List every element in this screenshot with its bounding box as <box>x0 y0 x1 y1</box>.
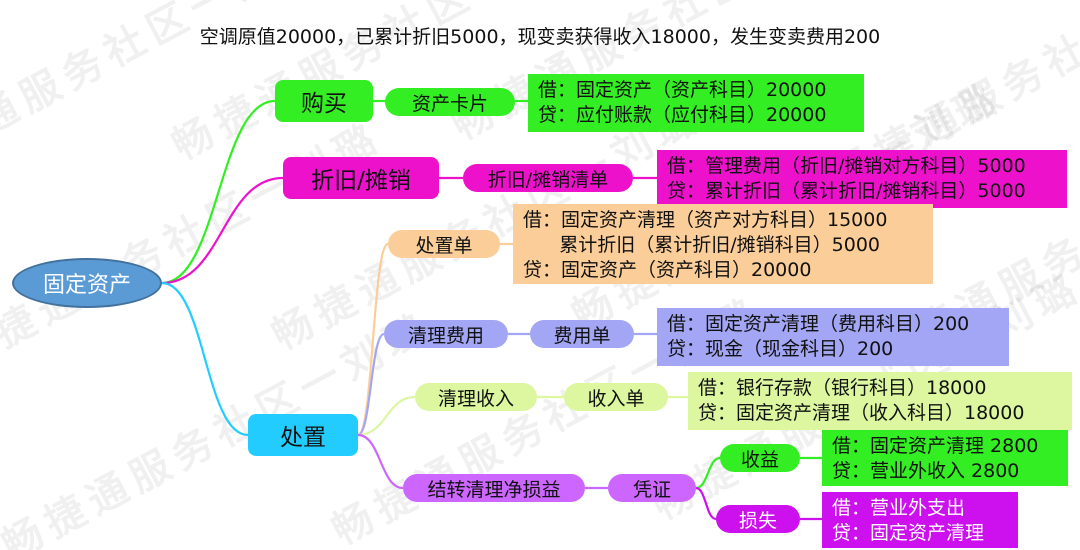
entry-line: 贷：固定资产清理（收入科目）18000 <box>698 402 1025 424</box>
depreciation-entry: 借：管理费用（折旧/摊销对方科目）5000 贷：累计折旧（累计折旧/摊销科目）50… <box>657 150 1067 208</box>
link-root-disposal <box>161 281 249 437</box>
disposal-entry: 借：固定资产清理（资产对方科目）15000 累计折旧（累计折旧/摊销科目）500… <box>513 204 933 284</box>
depreciation-doc: 折旧/摊销清单 <box>463 164 633 192</box>
cleanup-income-node: 清理收入 <box>415 383 537 411</box>
entry-line: 借：固定资产清理 2800 <box>832 435 1039 457</box>
root-node: 固定资产 <box>12 258 162 308</box>
branch-purchase: 购买 <box>275 80 373 122</box>
cleanup-cost-doc: 费用单 <box>530 320 634 348</box>
link-disposal-doc <box>356 242 390 437</box>
link-root-depreciation <box>161 176 284 285</box>
cleanup-cost-node: 清理费用 <box>384 320 508 348</box>
cleanup-income-entry: 借：银行存款（银行科目）18000 贷：固定资产清理（收入科目）18000 <box>688 372 1072 430</box>
cleanup-cost-entry: 借：固定资产清理（费用科目）200 贷：现金（现金科目）200 <box>657 308 1009 366</box>
entry-line: 借：银行存款（银行科目）18000 <box>698 377 987 399</box>
entry-line: 借：固定资产清理（资产对方科目）15000 <box>523 209 888 231</box>
purchase-doc: 资产卡片 <box>385 88 515 116</box>
entry-line: 贷：应付账款（应付科目）20000 <box>538 104 827 126</box>
net-gain-loss-doc: 凭证 <box>608 474 696 502</box>
link-voucher-loss <box>695 486 717 521</box>
entry-line: 贷：固定资产（资产科目）20000 <box>523 259 812 281</box>
entry-line: 贷：累计折旧（累计折旧/摊销科目）5000 <box>667 180 1026 202</box>
entry-line: 累计折旧（累计折旧/摊销科目）5000 <box>523 234 880 256</box>
gain-node: 收益 <box>720 444 800 472</box>
entry-line: 借：营业外支出 <box>832 497 966 519</box>
entry-line: 借：管理费用（折旧/摊销对方科目）5000 <box>667 155 1026 177</box>
loss-entry: 借：营业外支出贷：固定资产清理 <box>822 492 1018 548</box>
link-voucher-gain <box>695 456 721 490</box>
entry-line: 借：固定资产（资产科目）20000 <box>538 79 827 101</box>
link-disposal-income <box>357 395 416 437</box>
link-root-purchase <box>161 99 276 285</box>
entry-line: 贷：营业外收入 2800 <box>832 460 1020 482</box>
entry-line: 贷：现金（现金科目）200 <box>667 338 894 360</box>
purchase-entry: 借：固定资产（资产科目）20000 贷：应付账款（应付科目）20000 <box>528 74 864 132</box>
gain-entry: 借：固定资产清理 2800 贷：营业外收入 2800 <box>822 430 1068 486</box>
branch-disposal: 处置 <box>248 414 358 456</box>
entry-line: 贷：固定资产清理 <box>832 522 985 544</box>
net-gain-loss-node: 结转清理净损益 <box>403 474 585 502</box>
cleanup-income-doc: 收入单 <box>564 383 668 411</box>
disposal-doc: 处置单 <box>388 230 500 258</box>
diagram-title: 空调原值20000，已累计折旧5000，现变卖获得收入18000，发生变卖费用2… <box>199 26 881 48</box>
branch-depreciation: 折旧/摊销 <box>283 157 439 199</box>
entry-line: 借：固定资产清理（费用科目）200 <box>667 313 970 335</box>
link-disposal-cost <box>357 332 385 437</box>
loss-node: 损失 <box>716 505 800 533</box>
link-disposal-netgain <box>357 433 404 490</box>
